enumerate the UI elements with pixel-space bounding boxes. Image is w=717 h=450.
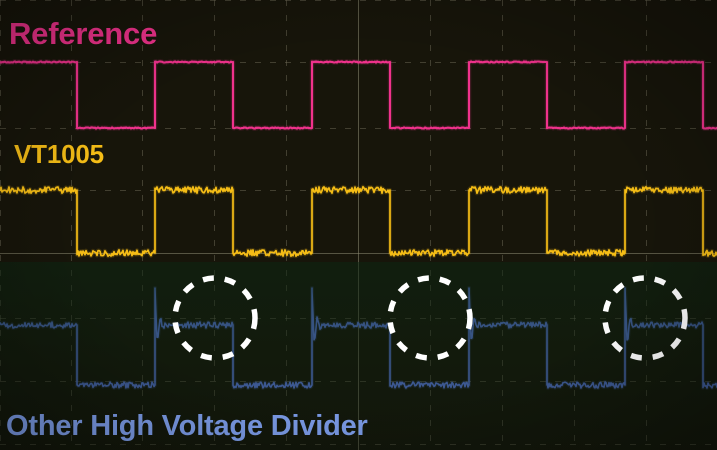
overshoot-highlight-3	[602, 275, 688, 361]
trace-reference	[0, 59, 717, 131]
overshoot-highlight-2	[387, 275, 473, 361]
overshoot-highlight-1	[172, 275, 258, 361]
trace-vt1005	[0, 184, 717, 259]
